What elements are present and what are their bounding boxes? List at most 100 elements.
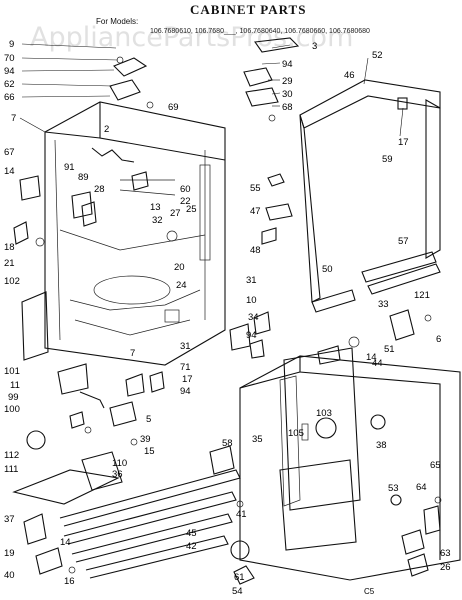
callout-7: 7 (11, 113, 16, 124)
screw-6 (424, 314, 432, 322)
callout-89: 89 (78, 172, 89, 183)
clip-48 (261, 227, 277, 245)
watermark: AppliancePartsPros.com (30, 22, 353, 53)
callout-41: 41 (236, 509, 247, 520)
callout-22: 22 (180, 196, 191, 207)
bracket-13 (131, 171, 149, 191)
bracket-19 (23, 513, 47, 545)
wire-harness-2 (91, 147, 135, 163)
wheel-61 (230, 540, 250, 560)
callout-labels: 9 70 94 62 66 7 67 14 91 89 2 28 69 3 94… (4, 39, 451, 597)
callout-30: 30 (282, 89, 293, 100)
callout-57: 57 (398, 236, 409, 247)
bracket-18 (13, 221, 29, 245)
knob-32 (166, 230, 178, 242)
bracket-28 (81, 201, 97, 227)
screw-16 (68, 566, 76, 574)
callout-27: 27 (170, 208, 181, 219)
callout-68: 68 (282, 102, 293, 113)
callout-31b: 31 (180, 341, 191, 352)
cabinet-liner (44, 101, 226, 366)
callout-71: 71 (180, 362, 191, 373)
diagram-title: CABINET PARTS (190, 2, 306, 17)
bracket-64 (423, 505, 441, 535)
callout-70: 70 (4, 53, 15, 64)
callout-63: 63 (440, 548, 451, 559)
lower-hinge-plate (245, 87, 279, 107)
callout-46: 46 (344, 70, 355, 81)
models-label: For Models: (96, 17, 138, 26)
callout-38: 38 (376, 440, 387, 451)
foot-54 (233, 565, 255, 585)
washer-69 (146, 101, 154, 109)
hinge-bracket-15 (209, 445, 235, 475)
callout-36: 36 (112, 469, 123, 480)
callout-9: 9 (9, 39, 14, 50)
callout-19: 19 (4, 548, 15, 559)
callout-17: 17 (398, 137, 409, 148)
callout-105: 105 (288, 428, 304, 439)
center-cap (113, 57, 148, 77)
callout-100: 100 (4, 404, 20, 415)
callout-69: 69 (168, 102, 179, 113)
callout-39: 39 (140, 434, 151, 445)
bracket-94b (249, 339, 265, 359)
bracket-99 (69, 411, 85, 429)
callout-17b: 17 (182, 374, 193, 385)
callout-110: 110 (112, 458, 127, 469)
callout-10: 10 (246, 295, 257, 306)
callout-102: 102 (4, 276, 20, 287)
hinge-plate-top (109, 79, 141, 101)
rails-36 (59, 469, 241, 579)
foot-26 (407, 553, 429, 577)
callout-65: 65 (430, 460, 441, 471)
callout-18: 18 (4, 242, 15, 253)
callout-111: 111 (4, 464, 18, 475)
callout-99: 99 (8, 392, 19, 403)
bracket-7 (125, 373, 145, 397)
callout-11: 11 (10, 380, 20, 391)
callout-13: 13 (150, 202, 161, 213)
knob-38 (370, 414, 386, 430)
models-list: 106.7680610, 106.7680___, 106.7680640, 1… (150, 28, 370, 35)
callout-21: 21 (4, 258, 15, 269)
hinge-bracket-101 (57, 363, 89, 395)
callout-40: 40 (4, 570, 15, 581)
callout-61: 61 (234, 572, 245, 583)
callout-44: 44 (372, 358, 383, 369)
callout-29: 29 (282, 76, 293, 87)
bracket-91 (71, 191, 93, 219)
callout-51: 51 (384, 344, 395, 355)
callout-33: 33 (378, 299, 389, 310)
control-103 (315, 417, 337, 439)
screw-65 (434, 496, 442, 504)
part-drawings (12, 37, 461, 585)
top-hinge-cap (254, 37, 300, 53)
upper-hinge (243, 67, 273, 87)
knob-53 (390, 494, 402, 506)
bracket-55 (267, 173, 285, 187)
bracket-47 (265, 203, 293, 221)
callout-7b: 7 (130, 348, 135, 359)
hinge-bushing (268, 114, 276, 122)
bracket-63 (401, 529, 425, 555)
callout-50: 50 (322, 264, 333, 275)
callout-94: 94 (4, 66, 15, 77)
leveler-40 (35, 547, 63, 575)
callout-103: 103 (316, 408, 332, 419)
bracket-34 (253, 311, 271, 335)
side-panel-102 (21, 291, 49, 361)
callout-45: 45 (186, 528, 197, 539)
callout-58: 58 (222, 438, 233, 449)
callout-66: 66 (4, 92, 15, 103)
callout-59: 59 (382, 154, 393, 165)
callout-16: 16 (64, 576, 75, 587)
clip-44 (317, 345, 341, 365)
callout-55: 55 (250, 183, 261, 194)
actuator-33 (389, 309, 415, 341)
grommet-21 (35, 237, 45, 247)
callout-54: 54 (232, 586, 243, 597)
callout-14c: 14 (60, 537, 71, 548)
door-gasket-frame (299, 79, 441, 313)
